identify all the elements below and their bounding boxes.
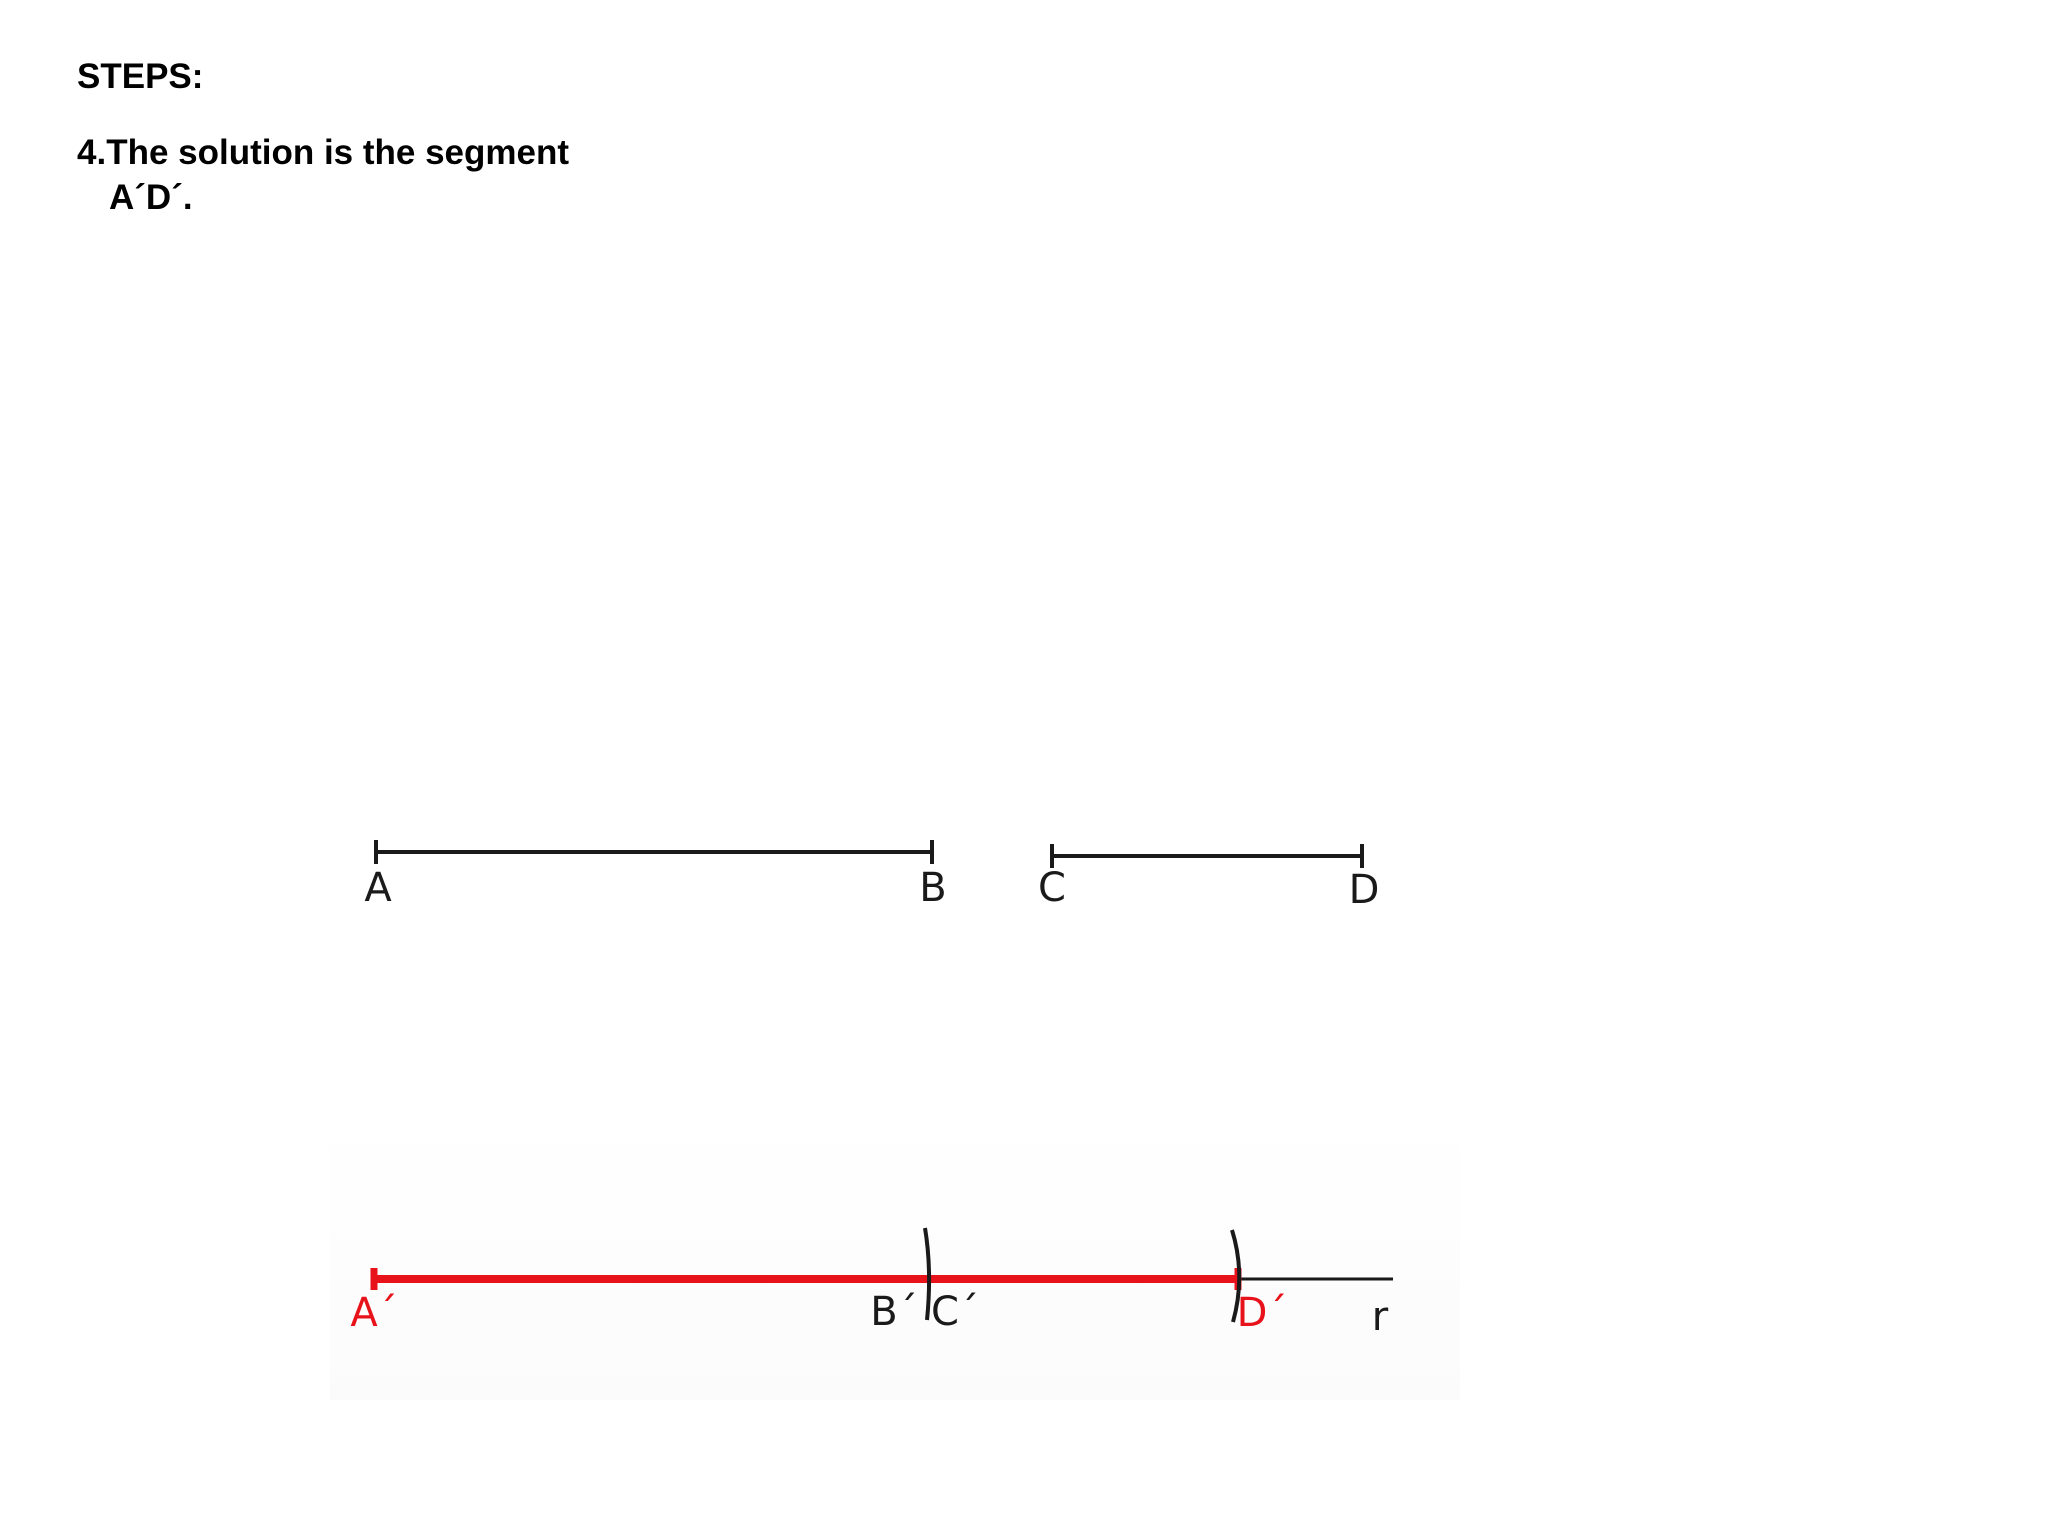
step-4-segment-name: A´D´. bbox=[109, 178, 193, 217]
label-a-prime: A´ bbox=[350, 1290, 397, 1336]
steps-heading: STEPS: bbox=[77, 57, 204, 96]
arc-b-prime-c-prime bbox=[923, 1227, 932, 1321]
label-b-prime: B´ bbox=[870, 1289, 917, 1335]
text-block: STEPS: 4.The solution is the segment A´D… bbox=[77, 54, 877, 221]
label-d: D bbox=[1349, 867, 1380, 913]
label-line-r: r bbox=[1372, 1294, 1389, 1340]
step-4-text: 4.The solution is the segment bbox=[77, 132, 570, 172]
arc-d-prime bbox=[1230, 1229, 1242, 1323]
label-c: C bbox=[1038, 865, 1066, 911]
label-c-prime: C´ bbox=[931, 1289, 979, 1335]
label-b: B bbox=[919, 865, 946, 911]
label-a: A bbox=[364, 865, 392, 911]
diagram-background bbox=[330, 780, 1460, 1400]
label-d-prime: D´ bbox=[1237, 1290, 1288, 1336]
